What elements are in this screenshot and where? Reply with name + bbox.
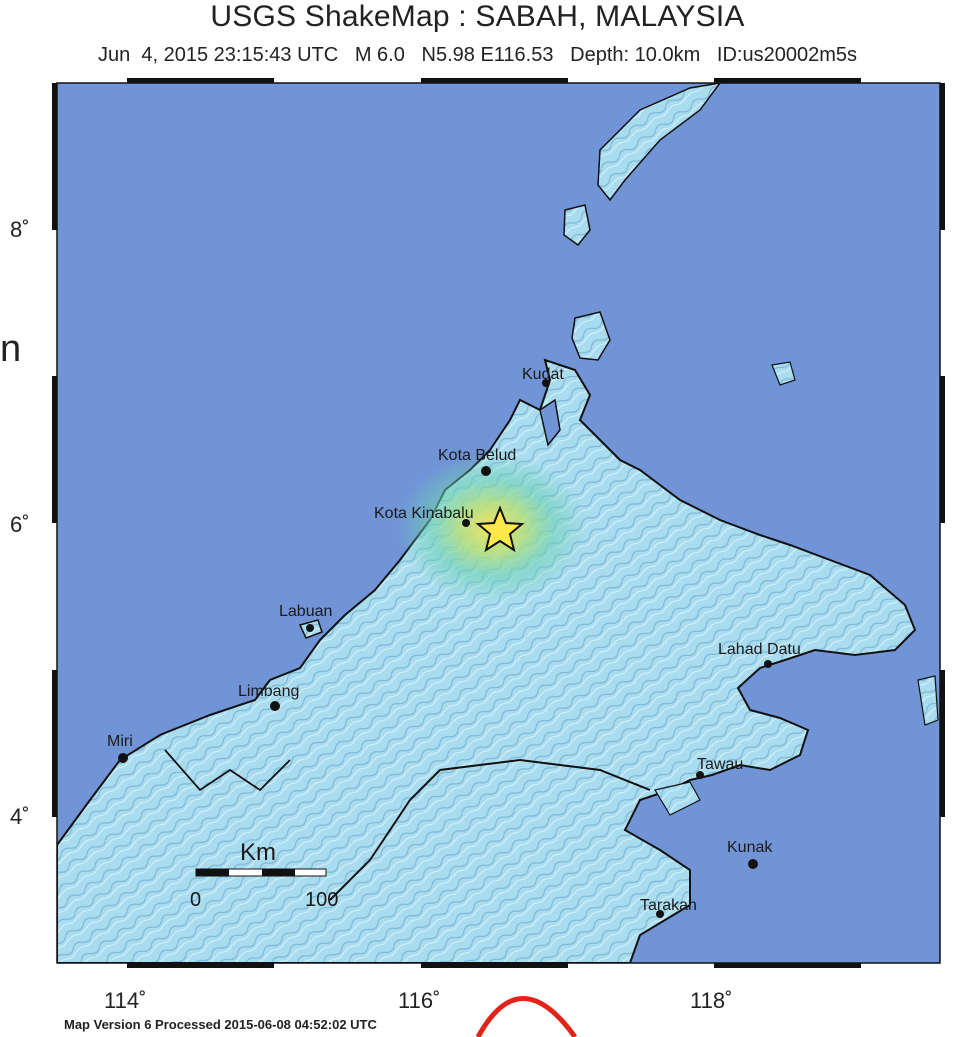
lat-label-6: 6˚: [10, 512, 30, 537]
city-dot-miri: [118, 753, 128, 763]
island-far-east: [917, 675, 939, 726]
city-dot-kota-belud: [481, 466, 491, 476]
palawan-tip: [597, 83, 721, 202]
city-dot-lahad-datu: [764, 660, 772, 668]
small-island-east: [771, 361, 796, 386]
city-dot-tarakan: [656, 910, 664, 918]
city-dot-labuan: [306, 624, 314, 632]
lon-label-116: 116˚: [398, 988, 441, 1013]
sebatik-island: [654, 781, 701, 816]
scale-unit-label: Km: [240, 839, 276, 866]
city-label-tawau: Tawau: [697, 756, 743, 773]
city-dot-limbang: [270, 701, 280, 711]
lon-label-114: 114˚: [104, 988, 147, 1013]
scale-start-label: 0: [190, 889, 201, 911]
lat-label-4: 4˚: [10, 804, 30, 829]
event-subtitle: Jun 4, 2015 23:15:43 UTC M 6.0 N5.98 E11…: [98, 44, 857, 66]
map-frame: [52, 78, 945, 968]
map-version-footer: Map Version 6 Processed 2015-06-08 04:52…: [64, 1017, 377, 1032]
scale-bar: Km 0 100: [190, 839, 338, 911]
city-dot-kudat: [542, 379, 550, 387]
city-label-miri: Miri: [107, 733, 133, 750]
city-label-kota-kinabalu: Kota Kinabalu: [374, 505, 474, 522]
city-label-labuan: Labuan: [279, 603, 332, 620]
lat-label-8: 8˚: [10, 217, 30, 242]
city-label-lahad-datu: Lahad Datu: [718, 641, 801, 658]
border-sabah-kalimantan: [329, 758, 651, 901]
city-label-tarakan: Tarakan: [640, 897, 697, 914]
city-dot-kunak: [748, 859, 758, 869]
side-glyph: n: [0, 328, 22, 370]
border-brunei: [164, 749, 291, 792]
city-dot-kota-kinabalu: [462, 519, 470, 527]
balabac-island: [563, 204, 591, 247]
city-label-kota-belud: Kota Belud: [438, 447, 516, 464]
balambangan-island: [571, 311, 611, 361]
city-label-kunak: Kunak: [727, 839, 773, 856]
city-label-limbang: Limbang: [238, 683, 299, 700]
red-annotation-arc: [475, 996, 578, 1037]
scale-end-label: 100: [305, 889, 338, 911]
city-markers: Kudat Kota Belud Kota Kinabalu Labuan Li…: [107, 366, 801, 918]
city-label-kudat: Kudat: [522, 366, 564, 383]
lon-label-118: 118˚: [690, 988, 733, 1013]
map-title: USGS ShakeMap : SABAH, MALAYSIA: [210, 0, 745, 33]
epicenter-star: [475, 505, 525, 553]
city-dot-tawau: [696, 771, 704, 779]
